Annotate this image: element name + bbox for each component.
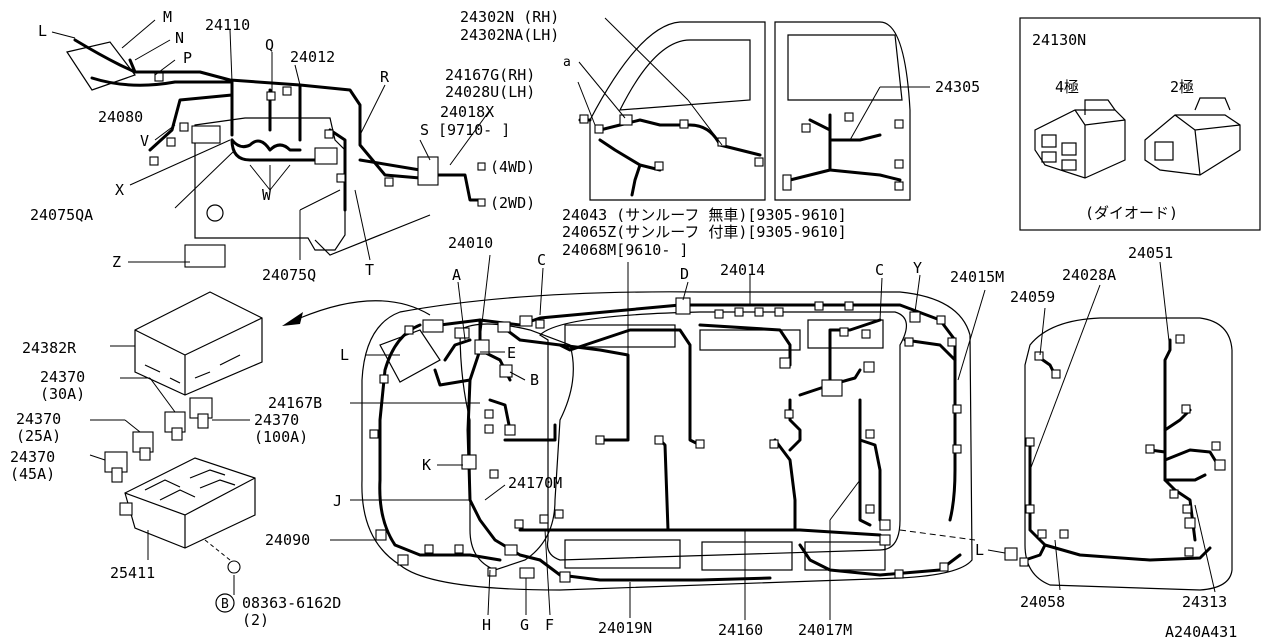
callout-24302n: 24302N (RH) [460, 8, 559, 26]
callout-d1: D [680, 265, 689, 283]
callout-z-top: Z [112, 253, 121, 271]
callout-a-small: a [563, 55, 571, 70]
callout-100a: (100A) [254, 428, 308, 446]
callout-24017m: 24017M [798, 621, 852, 639]
callout-24382r: 24382R [22, 339, 77, 357]
callout-24170m: 24170M [508, 474, 562, 492]
door-harness-panels [577, 17, 930, 201]
callout-24370-100: 24370 [254, 411, 299, 429]
callout-24012: 24012 [290, 48, 335, 66]
callout-24080: 24080 [98, 108, 143, 126]
callout-s-date: [9710- ] [438, 121, 510, 139]
callout-y1: Y [913, 259, 922, 277]
callout-c1: C [537, 251, 546, 269]
callout-g1: G [520, 616, 529, 634]
callout-24130n: 24130N [1032, 31, 1086, 49]
callout-24313: 24313 [1182, 593, 1227, 611]
callout-2wd: (2WD) [490, 194, 535, 212]
callout-a1: A [452, 266, 461, 284]
callout-24014: 24014 [720, 261, 765, 279]
fuse-box-assembly [89, 291, 431, 613]
callout-24167b: 24167B [268, 394, 322, 412]
callout-c2: C [875, 261, 884, 279]
callout-f1: F [545, 616, 554, 634]
callout-w-top: W [262, 186, 272, 204]
diode-inset [1019, 17, 1261, 231]
callout-24075q: 24075Q [262, 266, 316, 284]
body-floor-harness [330, 254, 986, 620]
callout-j1: J [333, 492, 342, 510]
callout-p-top: P [183, 49, 192, 67]
callout-l-right: L [975, 541, 984, 559]
callout-24370-30: 24370 [40, 368, 85, 386]
callout-24068m: 24068M[9610- ] [562, 241, 688, 259]
callout-l-top: L [38, 22, 47, 40]
rear-panel-harness [987, 261, 1233, 593]
callout-v-top: V [140, 132, 149, 150]
callout-24370-45: 24370 [10, 448, 55, 466]
callout-24010: 24010 [448, 234, 493, 252]
callout-24302na: 24302NA(LH) [460, 26, 559, 44]
callout-08363: 08363-6162D [242, 594, 341, 612]
callout-qty: (2) [242, 611, 269, 629]
label-4-pole: 4極 [1055, 78, 1079, 96]
callout-25411: 25411 [110, 564, 155, 582]
callout-24065z: 24065Z(サンルーフ 付車)[9305-9610] [562, 223, 847, 241]
callout-24160: 24160 [718, 621, 763, 639]
callout-24167g: 24167G(RH) [445, 66, 535, 84]
callout-e1: E [507, 344, 516, 362]
callout-25a: (25A) [16, 427, 61, 445]
callout-24305: 24305 [935, 78, 980, 96]
callout-24015m: 24015M [950, 268, 1004, 286]
callout-24370-25: 24370 [16, 410, 61, 428]
callout-24110: 24110 [205, 16, 250, 34]
label-2-pole: 2極 [1170, 78, 1194, 96]
callout-24028u: 24028U(LH) [445, 83, 535, 101]
callout-4wd: (4WD) [490, 158, 535, 176]
callout-24059: 24059 [1010, 288, 1055, 306]
figure-code: A240A431 [1165, 623, 1237, 640]
callout-h1: H [482, 616, 491, 634]
callout-l-mid: L [340, 346, 349, 364]
callout-t-top: T [365, 261, 374, 279]
callout-24043: 24043 (サンルーフ 無車)[9305-9610] [562, 206, 847, 224]
callout-n-top: N [175, 29, 184, 47]
bolt-circle-mark: B [221, 597, 229, 612]
engine-room-harness [51, 19, 491, 268]
callout-24075qa: 24075QA [30, 206, 93, 224]
callout-q-top: Q [265, 36, 274, 54]
callout-s-top: S [420, 121, 429, 139]
callout-b1: B [530, 371, 539, 389]
label-diode: (ダイオード) [1085, 204, 1178, 222]
callout-24090: 24090 [265, 531, 310, 549]
callout-r-top: R [380, 68, 390, 86]
callout-24058: 24058 [1020, 593, 1065, 611]
callout-24018x: 24018X [440, 103, 494, 121]
callout-x-top: X [115, 181, 124, 199]
callout-24019n: 24019N [598, 619, 652, 637]
callout-45a: (45A) [10, 465, 55, 483]
callout-k1: K [422, 456, 431, 474]
callout-24028a: 24028A [1062, 266, 1116, 284]
callout-24051: 24051 [1128, 244, 1173, 262]
callout-m-top: M [163, 8, 172, 26]
callout-30a: (30A) [40, 385, 85, 403]
